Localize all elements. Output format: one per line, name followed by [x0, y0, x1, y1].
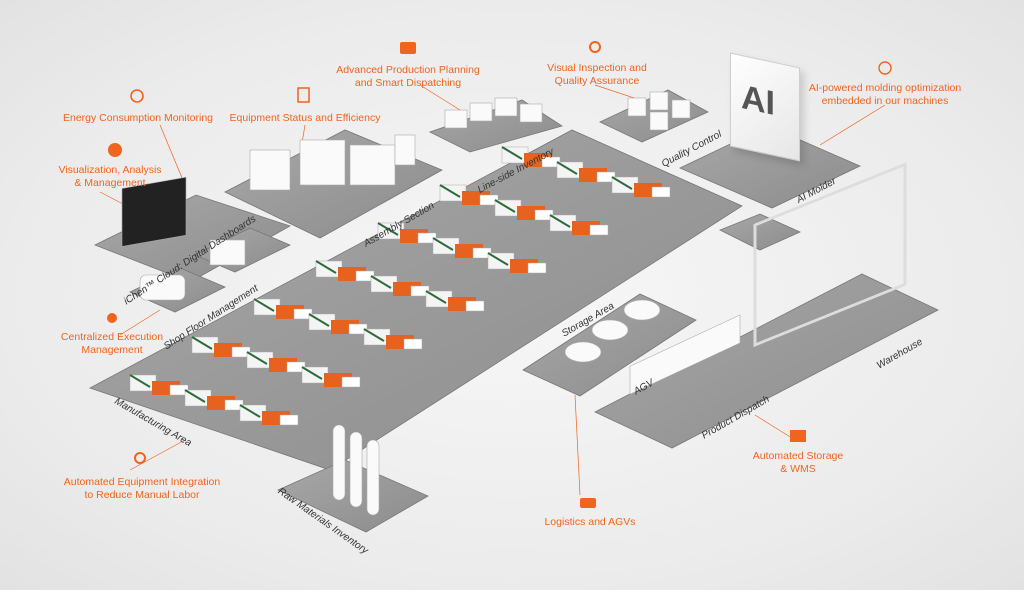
molding-machine — [432, 237, 492, 259]
callout-text: Equipment Status and Efficiency — [229, 112, 381, 124]
molding-machine — [377, 222, 437, 244]
callout-text: & WMS — [780, 462, 816, 475]
molding-machine — [549, 214, 609, 236]
callout-text: Advanced Production Planning — [336, 64, 480, 76]
callout-equipment: Equipment Status and Efficiency — [230, 112, 381, 125]
folder-icon — [400, 42, 416, 54]
molding-machine — [439, 184, 499, 206]
callout-text: Logistics and AGVs — [544, 516, 636, 528]
molding-machine — [556, 161, 616, 183]
molding-machine — [315, 260, 375, 282]
molding-machine — [370, 275, 430, 297]
callout-text: and Smart Dispatching — [354, 76, 462, 89]
molding-machine — [363, 328, 423, 350]
manufacturing-floor — [89, 129, 743, 471]
molding-machine — [487, 252, 547, 274]
callout-logistics: Logistics and AGVs — [544, 516, 635, 529]
callout-visualization: Visualization, Analysis& Management — [58, 164, 161, 189]
callout-text: to Reduce Manual Labor — [84, 488, 200, 501]
callout-energy: Energy Consumption Monitoring — [63, 112, 213, 125]
molding-machine — [301, 366, 361, 388]
boxes-icon — [790, 430, 806, 442]
callout-text: Automated Storage — [752, 450, 844, 462]
ai-sign-text: AI — [741, 77, 775, 124]
molding-machine — [129, 374, 189, 396]
ai-sign: AI — [730, 52, 800, 162]
callout-text: & Management — [74, 176, 146, 189]
callout-text: AI-powered molding optimization — [808, 82, 962, 94]
atom-icon — [878, 61, 892, 75]
callout-icons — [107, 41, 892, 508]
connector — [719, 213, 801, 251]
pie-chart-icon — [108, 143, 122, 157]
molding-machine — [308, 313, 368, 335]
lightbulb-icon — [130, 89, 144, 103]
storage-platform — [522, 293, 697, 397]
molding-machine — [253, 298, 313, 320]
molding-machine — [611, 176, 671, 198]
molding-machine — [184, 389, 244, 411]
warehouse-platform — [594, 273, 939, 449]
molding-machine — [425, 290, 485, 312]
callout-text: Visualization, Analysis — [58, 164, 162, 176]
molding-machine — [494, 199, 554, 221]
team-icon — [107, 313, 117, 323]
truck-icon — [580, 498, 596, 508]
molding-machine — [501, 146, 561, 168]
callout-text: Visual Inspection and — [547, 62, 647, 74]
clipboard-icon — [297, 87, 310, 103]
callout-text: Centralized Execution — [60, 331, 164, 343]
molding-machine — [191, 336, 251, 358]
callout-text: Automated Equipment Integration — [63, 476, 221, 488]
callout-text: Management — [81, 343, 143, 356]
callout-text: embedded in our machines — [821, 94, 949, 107]
gears-icon — [134, 452, 146, 464]
callout-storage: Automated Storage& WMS — [753, 450, 843, 475]
molding-machine — [239, 404, 299, 426]
callout-text: Energy Consumption Monitoring — [63, 112, 213, 124]
equipment-models — [121, 91, 907, 516]
search-icon — [589, 41, 601, 53]
molding-machine — [246, 351, 306, 373]
callout-text: Quality Assurance — [554, 74, 640, 87]
molding-machines — [129, 146, 671, 426]
leader-lines — [99, 84, 886, 496]
